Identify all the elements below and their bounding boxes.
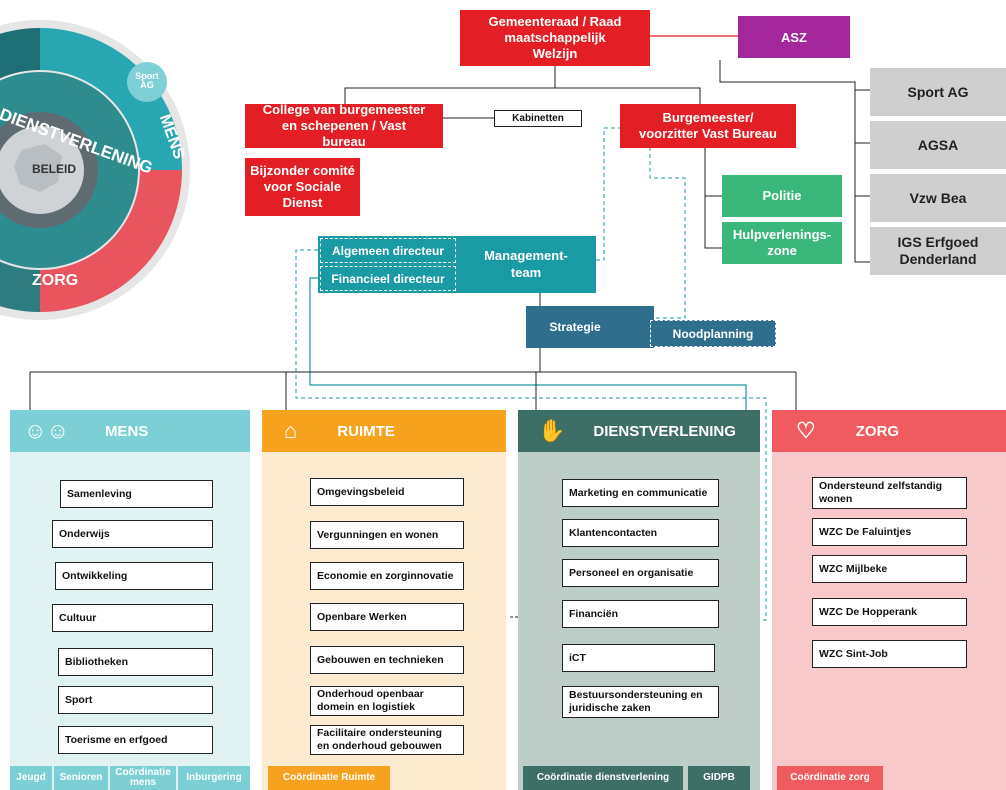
noodplanning-label: Noodplanning bbox=[672, 326, 754, 341]
department-ruimte-title: RUIMTE bbox=[337, 422, 395, 440]
mens-item: Sport bbox=[58, 686, 213, 714]
zorg-item: Ondersteund zelfstandig wonen bbox=[812, 477, 967, 509]
hulpverleningszone-box: Hulpverlenings-zone bbox=[722, 222, 842, 264]
department-zorg-header: ♡ ZORG bbox=[772, 410, 1006, 452]
department-mens-title: MENS bbox=[104, 422, 149, 440]
management-team-label: Management-team bbox=[484, 248, 568, 280]
ruimte-item: Onderhoud openbaar domein en logistiek bbox=[310, 686, 464, 716]
mens-item: Onderwijs bbox=[52, 520, 213, 548]
department-dienstverlening-header: ✋ DIENSTVERLENING bbox=[518, 410, 760, 452]
mens-footer: Jeugd bbox=[10, 766, 52, 790]
management-team-box: Management-team bbox=[318, 236, 596, 293]
logo-badge: Sport AG bbox=[135, 71, 159, 90]
mens-item: Samenleving bbox=[60, 480, 213, 508]
ruimte-item: Omgevingsbeleid bbox=[310, 478, 464, 506]
dienstverlening-item: Bestuursondersteuning en juridische zake… bbox=[562, 686, 719, 718]
department-dienstverlening-title: DIENSTVERLENING bbox=[593, 422, 736, 440]
zorg-item: WZC Sint-Job bbox=[812, 640, 967, 668]
financieel-directeur-box: Financieel directeur bbox=[320, 266, 456, 291]
ruimte-item: Gebouwen en technieken bbox=[310, 646, 464, 674]
external-agsa: AGSA bbox=[870, 121, 1006, 169]
department-zorg-title: ZORG bbox=[855, 422, 900, 440]
heart-hand-icon: ♡ bbox=[796, 418, 816, 443]
asz-label: ASZ bbox=[781, 29, 807, 45]
external-vzw-bea: Vzw Bea bbox=[870, 174, 1006, 222]
people-icon: ☺☺ bbox=[24, 418, 69, 443]
zorg-item: WZC Mijlbeke bbox=[812, 555, 967, 583]
algemeen-directeur-box: Algemeen directeur bbox=[320, 238, 456, 263]
house-icon: ⌂ bbox=[284, 418, 298, 443]
strategie-label: Strategie bbox=[549, 320, 601, 334]
department-ruimte-header: ⌂ RUIMTE bbox=[262, 410, 506, 452]
ruimte-item: Vergunningen en wonen bbox=[310, 521, 464, 549]
mens-item: Cultuur bbox=[52, 604, 213, 632]
gemeenteraad-box: Gemeenteraad / Raad maatschappelijk Welz… bbox=[460, 10, 650, 66]
zorg-item: WZC De Hopperank bbox=[812, 598, 967, 626]
external-sport-ag: Sport AG bbox=[870, 68, 1006, 116]
college-box: College van burgemeester en schepenen / … bbox=[245, 102, 443, 149]
mens-footer: Coördinatie mens bbox=[110, 766, 176, 790]
logo-ring bbox=[0, 20, 190, 320]
ruimte-item: Economie en zorginnovatie bbox=[310, 562, 464, 590]
strategie-box: Strategie bbox=[526, 306, 654, 348]
dienstverlening-item: Financiën bbox=[562, 600, 719, 628]
kabinetten-box: Kabinetten bbox=[494, 110, 582, 127]
mens-footer: Inburgering bbox=[178, 766, 250, 790]
noodplanning-box: Noodplanning bbox=[650, 320, 776, 347]
beleid-logo: BELEID DIENSTVERLENING MENS ZORG Sport A… bbox=[0, 10, 200, 330]
dienstverlening-footer: GIDPB bbox=[688, 766, 750, 790]
mens-item: Toerisme en erfgoed bbox=[58, 726, 213, 754]
asz-box: ASZ bbox=[738, 16, 850, 58]
logo-ring-bottom: ZORG bbox=[32, 272, 79, 289]
zorg-footer: Coördinatie zorg bbox=[777, 766, 883, 790]
financieel-directeur-label: Financieel directeur bbox=[331, 271, 445, 286]
department-mens-header: ☺☺ MENS bbox=[10, 410, 250, 452]
logo-center-label: BELEID bbox=[32, 162, 77, 176]
dienstverlening-item: Klantencontacten bbox=[562, 519, 719, 547]
mens-footer: Senioren bbox=[54, 766, 108, 790]
mens-item: Bibliotheken bbox=[58, 648, 213, 676]
handshake-icon: ✋ bbox=[538, 418, 566, 443]
algemeen-directeur-label: Algemeen directeur bbox=[331, 243, 445, 258]
ruimte-item: Facilitaire ondersteuning en onderhoud g… bbox=[310, 725, 464, 755]
external-igs-erfgoed: IGS Erfgoed Denderland bbox=[870, 227, 1006, 275]
zorg-item: WZC De Faluintjes bbox=[812, 518, 967, 546]
politie-box: Politie bbox=[722, 175, 842, 217]
dienstverlening-item: Personeel en organisatie bbox=[562, 559, 719, 587]
dienstverlening-item: iCT bbox=[562, 644, 715, 672]
ruimte-footer: Coördinatie Ruimte bbox=[268, 766, 390, 790]
dienstverlening-footer: Coördinatie dienstverlening bbox=[523, 766, 683, 790]
mens-item: Ontwikkeling bbox=[55, 562, 213, 590]
dienstverlening-item: Marketing en communicatie bbox=[562, 479, 719, 507]
burgemeester-box: Burgemeester/ voorzitter Vast Bureau bbox=[620, 104, 796, 148]
ruimte-item: Openbare Werken bbox=[310, 603, 464, 631]
bijzonder-comite-box: Bijzonder comité voor Sociale Dienst bbox=[245, 158, 360, 216]
